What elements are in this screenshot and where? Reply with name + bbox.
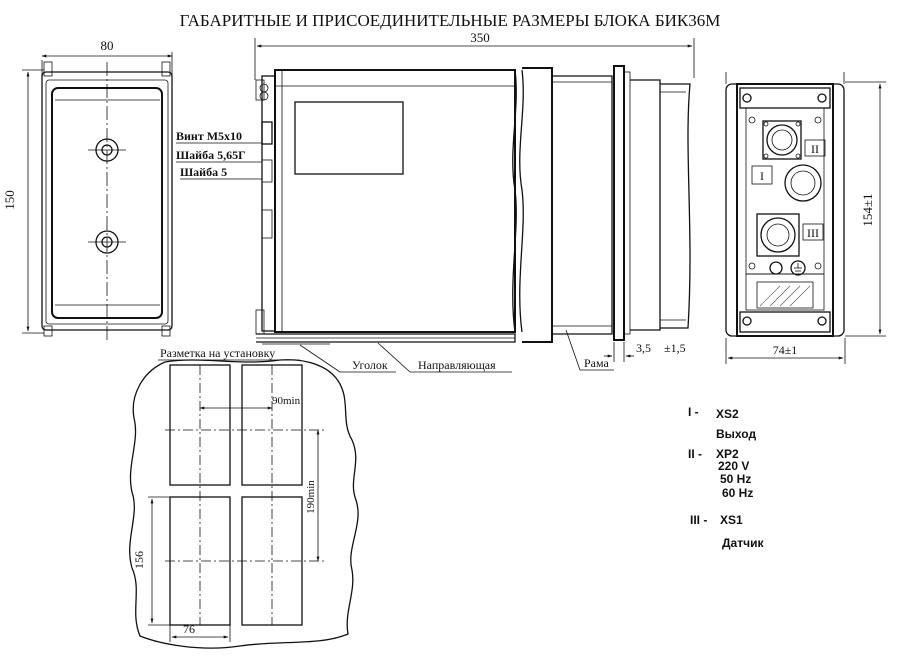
legend-item-xs1: III - XS1 Датчик — [690, 513, 764, 550]
legend-code: XS2 — [716, 407, 739, 421]
legend-num: II - — [688, 447, 702, 461]
legend-desc: 50 Hz — [720, 472, 751, 486]
side-view: 350 — [176, 30, 695, 373]
legend-desc: Выход — [716, 427, 756, 441]
rear-outer-frame — [725, 83, 845, 337]
mounting-h-gap-dimension: 90min — [272, 395, 301, 407]
connector-mark-ii: II — [811, 142, 819, 156]
legend-num: I - — [688, 405, 699, 419]
mounting-width-dimension: 76 — [183, 622, 195, 636]
mounting-area-outline — [129, 359, 359, 649]
gap-dimension: 3,5 — [636, 341, 651, 355]
legend-item-xs2: I - XS2 Выход — [688, 405, 756, 441]
ground-symbol-icon — [790, 260, 806, 276]
mounting-height-dimension: 156 — [132, 551, 146, 569]
legend-code: XP2 — [716, 447, 739, 461]
connector-legend: I - XS2 Выход II - XP2 220 V 50 Hz 60 Hz… — [688, 405, 764, 550]
legend-desc: 60 Hz — [722, 486, 753, 500]
drawing-title: ГАБАРИТНЫЕ И ПРИСОЕДИНИТЕЛЬНЫЕ РАЗМЕРЫ Б… — [180, 11, 721, 30]
side-length-dimension: 350 — [470, 30, 490, 45]
callout-guide: Направляющая — [418, 358, 496, 372]
screw-head — [261, 121, 273, 145]
legend-desc: 220 V — [718, 459, 749, 473]
callout-washer-2: Шайба 5 — [180, 165, 227, 179]
gap-dimension-tolerance: ±1,5 — [664, 341, 686, 355]
rear-height-dimension: 154±1 — [860, 193, 875, 226]
connector-xp2 — [784, 164, 822, 202]
ground-terminal — [769, 261, 783, 275]
front-height-dimension: 150 — [2, 190, 17, 210]
mounting-label: Разметка на установку — [160, 346, 275, 360]
front-width-dimension: 80 — [101, 38, 114, 53]
connector-mark-i: I — [760, 169, 764, 183]
frame-plate — [613, 65, 625, 341]
side-label-plate — [294, 101, 404, 175]
callout-screw: Винт М5х10 — [176, 129, 242, 143]
mounting-v-gap-dimension: 190min — [305, 480, 317, 514]
connector-xs1-body — [756, 213, 800, 257]
legend-num: III - — [690, 513, 707, 527]
legend-code: XS1 — [720, 513, 743, 527]
connector-xs2 — [766, 124, 798, 156]
callout-frame: Рама — [584, 356, 610, 370]
legend-item-xp2: II - XP2 220 V 50 Hz 60 Hz — [688, 447, 753, 500]
rear-width-dimension: 74±1 — [773, 343, 798, 357]
rear-view: 154±1 74±1 — [725, 72, 886, 364]
legend-desc: Датчик — [722, 536, 764, 550]
connector-xs1 — [760, 217, 796, 253]
front-view: 80 150 — [2, 38, 173, 340]
callout-angle: Уголок — [352, 358, 388, 372]
callout-washer-1: Шайба 5,65Г — [176, 148, 246, 162]
connector-xs2-body — [762, 120, 802, 160]
connector-mark-iii: III — [807, 226, 819, 240]
mounting-layout: Разметка на установку 90min 190min 156 7… — [129, 346, 359, 649]
